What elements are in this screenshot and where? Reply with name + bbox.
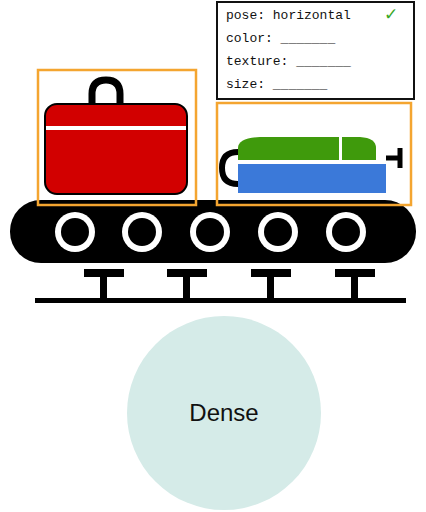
node-text: pose: horizontal (226, 4, 405, 27)
blue-suitcase (222, 137, 400, 193)
node-text: Dense (189, 399, 258, 427)
conveyor-rollers (55, 212, 366, 252)
node-text: color: _______ (226, 27, 405, 50)
conveyor-belt (10, 200, 416, 263)
check-mark: ✓ (384, 4, 398, 24)
node-text: texture: _______ (226, 50, 405, 73)
red-suitcase (45, 80, 187, 194)
bounding-box (217, 103, 411, 205)
bounding-box (38, 70, 196, 205)
node-text: size: _______ (226, 73, 405, 96)
conveyor-legs (35, 269, 406, 303)
category-circle: Dense (127, 316, 321, 510)
